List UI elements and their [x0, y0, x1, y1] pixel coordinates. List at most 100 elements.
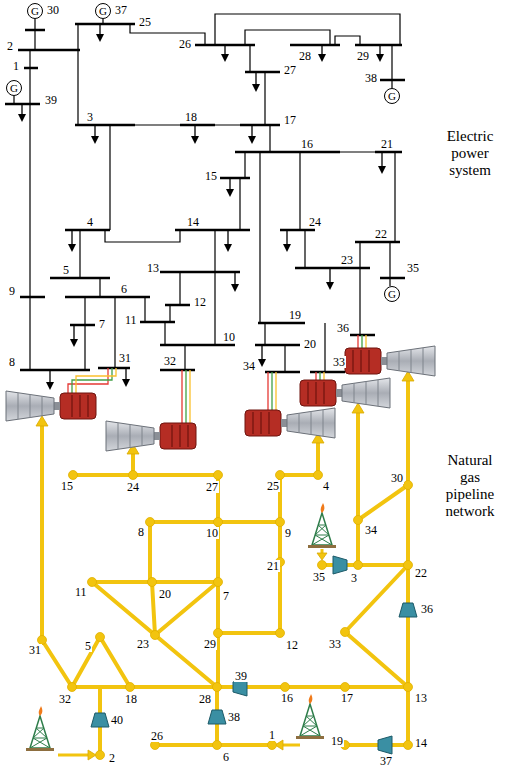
compressor-symbol: [333, 556, 347, 574]
compressor-symbol: [91, 713, 109, 727]
node-number: 28: [198, 693, 212, 705]
node-number: 33: [332, 356, 346, 368]
node-number: 12: [193, 296, 207, 308]
node-number: 27: [205, 481, 219, 493]
gas-turbine-unit: [300, 378, 390, 408]
node-number: 19: [330, 735, 344, 747]
load-arrow: [21, 104, 22, 120]
node-number: 22: [374, 228, 388, 240]
generator-circle: G: [6, 80, 22, 96]
gas-turbine-unit: [345, 346, 435, 376]
node-number: 29: [356, 50, 370, 62]
node-number: 14: [186, 216, 200, 228]
load-arrows: [99, 24, 100, 40]
node-number: 25: [138, 16, 152, 28]
generator-circle: G: [95, 3, 111, 19]
gas-pipelines: [42, 379, 408, 755]
node-number: 38: [227, 711, 241, 723]
well-feed-arrowheads: [88, 553, 327, 760]
node-number: 30: [390, 472, 404, 484]
node-number: 12: [285, 639, 299, 651]
node-number: 30: [46, 4, 60, 16]
node-number: 20: [158, 588, 172, 600]
load-arrow: [73, 325, 74, 345]
node-number: 19: [288, 309, 302, 321]
node-number: 3: [86, 111, 94, 123]
node-number: 39: [44, 94, 58, 106]
generator-circle: G: [384, 88, 400, 104]
gas-turbine-unit: [245, 408, 335, 438]
node-number: 6: [222, 751, 230, 763]
node-number: 36: [336, 322, 350, 334]
generator-circle: G: [27, 3, 43, 19]
gas-node-dots: [38, 471, 413, 760]
gas-well: [296, 694, 324, 739]
node-number: 24: [126, 481, 140, 493]
generator-label: G: [388, 91, 396, 102]
node-number: 26: [178, 38, 192, 50]
generator-label: G: [31, 6, 39, 17]
load-arrow: [286, 230, 287, 250]
node-number: 5: [84, 640, 92, 652]
generator-label: G: [10, 83, 18, 94]
node-number: 38: [364, 72, 378, 84]
node-number: 32: [163, 355, 177, 367]
node-number: 5: [62, 264, 70, 276]
node-number: 16: [300, 138, 314, 150]
load-arrow: [379, 45, 380, 60]
node-number: 20: [303, 338, 317, 350]
node-number: 24: [308, 216, 322, 228]
load-arrow: [224, 45, 225, 60]
node-number: 1: [12, 60, 20, 72]
system-title: Electric power system: [437, 128, 503, 179]
node-number: 8: [137, 526, 145, 538]
node-number: 32: [58, 693, 72, 705]
load-arrow: [125, 368, 126, 385]
node-number: 10: [205, 527, 219, 539]
node-number: 34: [364, 524, 378, 536]
node-number: 4: [86, 216, 94, 228]
node-number: 17: [283, 114, 297, 126]
compressor-symbol: [399, 603, 417, 617]
node-number: 27: [283, 64, 297, 76]
node-number: 6: [120, 283, 128, 295]
node-number: 21: [266, 560, 280, 572]
node-number: 33: [328, 638, 342, 650]
generator-circle: G: [384, 286, 400, 302]
generator-label: G: [388, 289, 396, 300]
node-number: 21: [380, 138, 394, 150]
load-arrow: [329, 268, 330, 288]
load-arrow: [229, 178, 230, 195]
node-number: 4: [322, 480, 330, 492]
bus-bars: [5, 24, 405, 372]
node-number: 7: [222, 590, 230, 602]
node-number: 22: [414, 567, 428, 579]
gas-turbine-unit: [106, 421, 196, 451]
node-number: 3: [350, 572, 358, 584]
gas-well: [26, 706, 54, 751]
node-number: 34: [242, 360, 256, 372]
node-number: 25: [266, 480, 280, 492]
transmission-lines: [14, 14, 400, 372]
node-number: 14: [414, 737, 428, 749]
node-number: 7: [98, 318, 106, 330]
node-number: 18: [184, 111, 198, 123]
node-number: 35: [406, 262, 420, 274]
load-arrow: [381, 152, 382, 172]
gas-turbine-unit: [6, 391, 96, 421]
node-number: 15: [60, 480, 74, 492]
compressor-symbol: [208, 710, 226, 724]
load-arrow: [71, 230, 72, 250]
load-arrow: [49, 370, 50, 388]
node-number: 28: [298, 50, 312, 62]
node-number: 13: [146, 262, 160, 274]
node-number: 29: [203, 638, 217, 650]
compressor-symbol: [378, 736, 392, 754]
load-arrow: [234, 272, 235, 290]
node-number: 36: [420, 603, 434, 615]
node-number: 35: [312, 571, 326, 583]
node-number: 1: [268, 729, 276, 741]
node-number: 31: [118, 352, 132, 364]
node-number: 23: [136, 638, 150, 650]
